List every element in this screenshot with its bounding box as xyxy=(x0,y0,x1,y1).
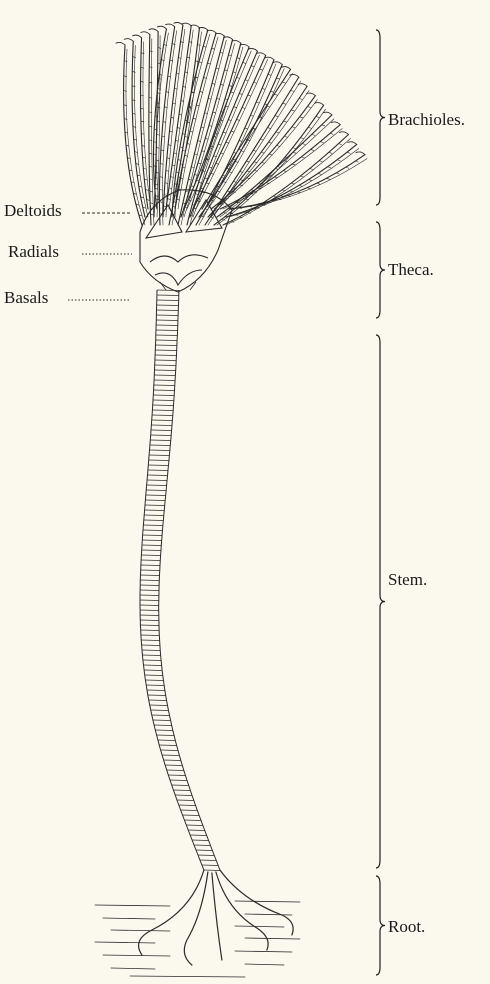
stem-drawing xyxy=(140,290,220,871)
radials-label: Radials xyxy=(8,242,59,262)
label-leader-lines xyxy=(68,213,132,300)
root-label: Root. xyxy=(388,917,425,937)
deltoids-label: Deltoids xyxy=(4,201,62,221)
basals-label: Basals xyxy=(4,288,48,308)
brachioles-drawing xyxy=(116,23,367,225)
region-braces xyxy=(376,30,385,975)
brachioles-label: Brachioles. xyxy=(388,110,465,130)
root-drawing xyxy=(95,870,300,977)
stem-label: Stem. xyxy=(388,570,427,590)
theca-label: Theca. xyxy=(388,260,434,280)
